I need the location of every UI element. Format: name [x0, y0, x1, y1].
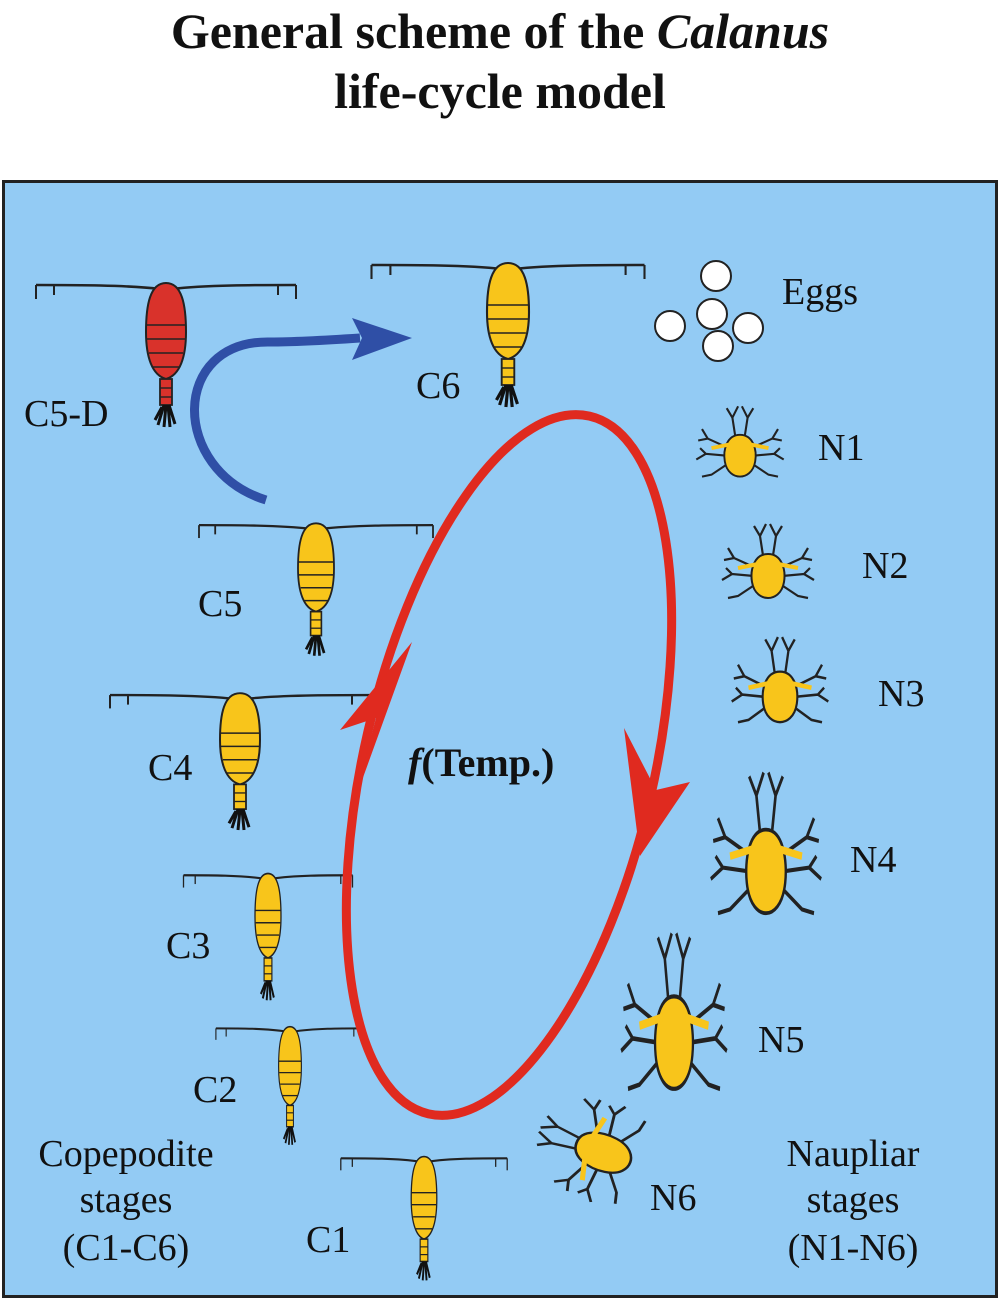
eggs-cluster: [654, 260, 764, 362]
temperature-function-label: f(Temp.): [408, 741, 554, 785]
title-line-1: General scheme of the Calanus: [0, 2, 1000, 60]
stage-c6: [369, 261, 647, 409]
label-c5: C5: [198, 583, 243, 625]
label-n1: N1: [818, 427, 865, 469]
label-n4: N4: [850, 839, 897, 881]
label-copepodite-stages: stages: [79, 1179, 173, 1221]
stage-n5: [621, 933, 727, 1088]
label-naupliar-stages: stages: [806, 1179, 900, 1221]
label-naupliar-title: Naupliar: [786, 1133, 920, 1175]
cycle-arrowhead-up: [340, 642, 412, 808]
diapause-arrow: [190, 333, 361, 505]
function-symbol: f: [408, 740, 422, 785]
egg: [702, 330, 734, 362]
egg: [696, 298, 728, 330]
stage-c1: [339, 1155, 509, 1282]
label-eggs: Eggs: [782, 271, 858, 313]
egg: [654, 310, 686, 342]
label-naupliar-range: (N1-N6): [787, 1227, 919, 1269]
label-c5d: C5-D: [24, 393, 109, 435]
label-c4: C4: [148, 747, 193, 789]
stage-n1: [694, 404, 786, 479]
cycle-arrowhead-down: [624, 728, 690, 856]
egg: [700, 260, 732, 292]
egg: [732, 312, 764, 344]
label-c3: C3: [166, 925, 211, 967]
title-prefix: General scheme of the: [170, 3, 657, 59]
label-c1: C1: [306, 1219, 351, 1261]
label-copepodite-title: Copepodite: [38, 1133, 214, 1175]
label-n2: N2: [862, 545, 909, 587]
title-genus: Calanus: [656, 3, 830, 59]
title-line-2: life-cycle model: [334, 63, 666, 119]
label-c6: C6: [416, 365, 461, 407]
label-copepodite-range: (C1-C6): [62, 1227, 190, 1269]
label-n6: N6: [650, 1177, 697, 1219]
label-c2: C2: [193, 1069, 238, 1111]
diapause-arrowhead: [352, 318, 412, 360]
label-n5: N5: [758, 1019, 805, 1061]
stage-n3: [732, 637, 829, 722]
stage-n6: [523, 1082, 648, 1210]
stage-n4: [711, 773, 821, 914]
label-n3: N3: [878, 673, 925, 715]
stage-c2: [214, 1025, 366, 1147]
function-argument: (Temp.): [421, 740, 555, 785]
stage-n2: [720, 522, 816, 600]
